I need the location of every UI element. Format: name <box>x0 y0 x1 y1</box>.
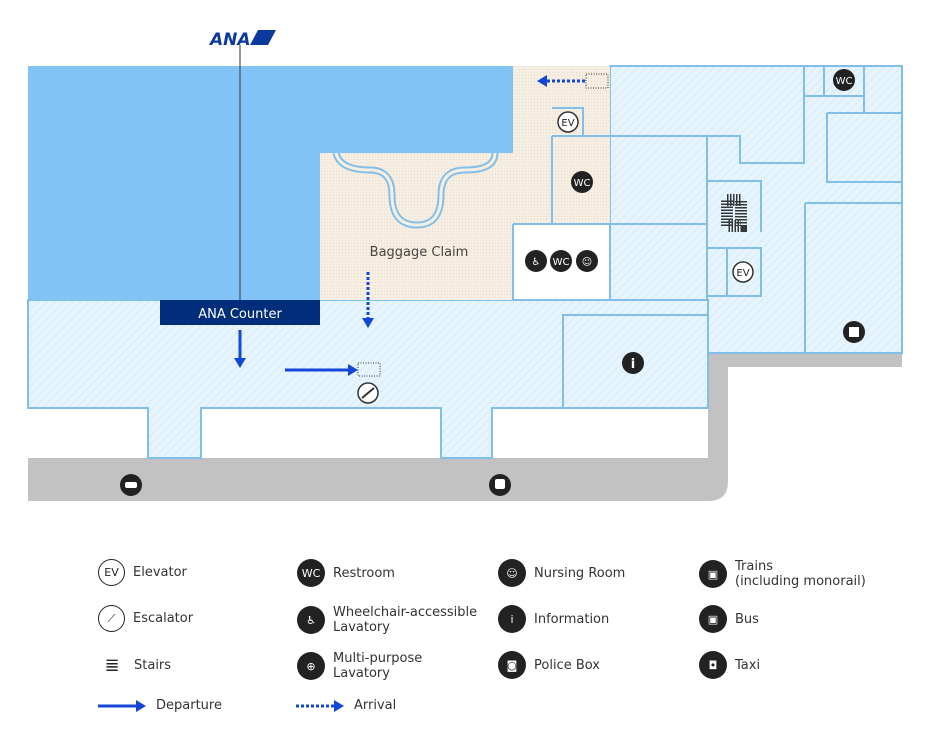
legend-label: Trains(including monorail) <box>735 559 866 589</box>
legend-label: Elevator <box>133 565 187 580</box>
legend-label: Information <box>534 612 609 627</box>
svg-text:i: i <box>631 357 635 372</box>
legend-item: ◘ Taxi <box>699 651 760 679</box>
elevator-icon: EV <box>98 559 125 586</box>
arrival-arrow-icon <box>296 699 344 712</box>
restroom-icon: WC <box>297 559 325 587</box>
baggage-claim-label: Baggage Claim <box>370 245 469 260</box>
legend-label-text: Elevator <box>133 565 187 580</box>
ana-counter-label: ANA Counter <box>198 307 282 322</box>
restricted-area-lower <box>28 153 320 300</box>
svg-text:WC: WC <box>574 178 591 189</box>
police-box-icon: ◙ <box>498 651 526 679</box>
bus-icon: ▣ <box>699 605 727 633</box>
bus-icon <box>489 474 511 496</box>
legend-label-text: Trains <box>735 559 773 574</box>
nursing-room-icon: ☺ <box>576 250 598 272</box>
legend-label: Arrival <box>354 698 397 713</box>
nursing-room-icon: ☺ <box>498 559 526 587</box>
stairs-icon <box>357 362 381 377</box>
svg-text:☺: ☺ <box>582 257 592 268</box>
restroom-icon: WC <box>833 69 855 91</box>
floor-map: ANA ANA Counter Baggage Claim EV EV WC W… <box>27 30 903 501</box>
escalator-icon <box>357 382 379 404</box>
ana-counter <box>160 300 320 325</box>
restricted-area <box>28 66 513 153</box>
legend-label: Taxi <box>735 658 760 673</box>
legend-label-sub: Lavatory <box>333 666 390 681</box>
svg-text:♿: ♿ <box>532 257 541 268</box>
road <box>28 353 902 501</box>
room-walls <box>512 66 902 409</box>
legend-label-sub: (including monorail) <box>735 574 866 589</box>
taxi-icon <box>120 474 142 496</box>
information-icon: i <box>622 352 644 374</box>
taxi-icon: ◘ <box>699 651 727 679</box>
legend-item: ☺ Nursing Room <box>498 559 625 587</box>
arrival-corridor <box>513 66 610 224</box>
legend-arrival: Arrival <box>296 698 396 713</box>
legend-label-text: Stairs <box>134 657 172 673</box>
multipurpose-lavatory-icon: ⊕ <box>297 652 325 680</box>
legend-item: ≣ Stairs <box>98 651 171 679</box>
legend-item: WC Restroom <box>297 559 395 587</box>
svg-text:EV: EV <box>561 118 574 129</box>
legend-label: Departure <box>156 698 222 713</box>
police-box-icon <box>843 321 865 343</box>
legend-label-text: Wheelchair-accessible <box>333 605 478 620</box>
wheelchair-icon: ♿ <box>525 250 547 272</box>
legend-label-text: Nursing Room <box>534 565 626 581</box>
legend-label-text: Taxi <box>735 657 761 673</box>
legend-label: Bus <box>735 612 759 627</box>
legend-label-text: Escalator <box>133 611 194 626</box>
legend-item: ◙ Police Box <box>498 651 600 679</box>
legend-label-text: Multi-purpose <box>333 651 423 666</box>
legend-label-text: Information <box>534 611 610 627</box>
elevator-icon: EV <box>732 261 754 283</box>
legend-item: ▣ Bus <box>699 605 759 633</box>
legend-label: Nursing Room <box>534 566 625 581</box>
legend-label-text: Bus <box>735 611 759 627</box>
legend-label: Police Box <box>534 658 600 673</box>
ana-logo-mark <box>250 30 276 45</box>
elevator-icon: EV <box>557 111 579 133</box>
restroom-icon: WC <box>571 171 593 193</box>
legend-label: Restroom <box>333 566 395 581</box>
legend-label-text: Restroom <box>333 565 395 581</box>
restroom-icon: WC <box>550 250 572 272</box>
legend-item: ▣ Trains(including monorail) <box>699 559 866 589</box>
legend-label: Stairs <box>134 658 171 673</box>
trains-icon: ▣ <box>699 560 727 588</box>
escalator-icon: ⟋ <box>98 605 125 632</box>
legend-label: Escalator <box>133 611 193 626</box>
legend-departure: Departure <box>98 698 222 713</box>
information-icon: i <box>498 605 526 633</box>
stairs-icon: ≣ <box>98 651 126 679</box>
legend-label-sub: Lavatory <box>333 620 390 635</box>
stairs-icon <box>721 194 747 232</box>
stairs-icon <box>585 73 609 89</box>
svg-text:WC: WC <box>553 257 570 268</box>
legend-label-text: Police Box <box>534 657 600 673</box>
legend-item: ⟋ Escalator <box>98 605 193 632</box>
svg-text:WC: WC <box>836 76 853 87</box>
departure-arrow-icon <box>98 699 146 712</box>
wheelchair-icon: ♿ <box>297 606 325 634</box>
ana-logo: ANA <box>208 30 251 50</box>
svg-text:EV: EV <box>736 268 749 279</box>
legend-item: i Information <box>498 605 609 633</box>
legend-item: EV Elevator <box>98 559 187 586</box>
